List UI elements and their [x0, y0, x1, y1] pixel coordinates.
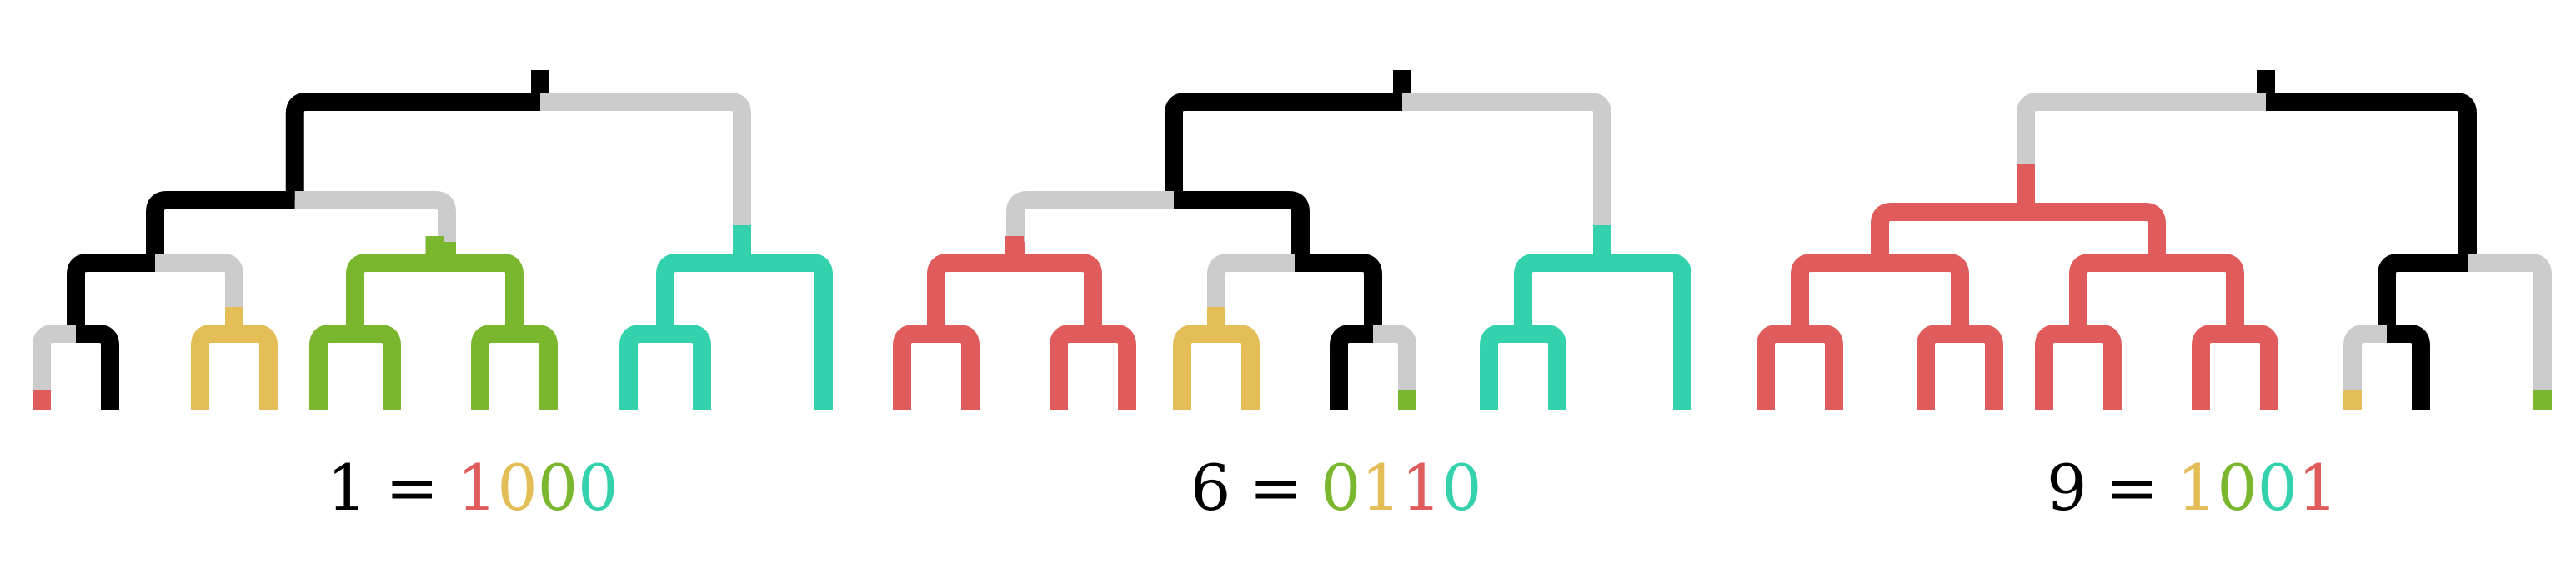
tree-edge — [2192, 325, 2235, 410]
tree-edge — [514, 325, 558, 410]
leaf-marker — [2343, 390, 2362, 410]
tree-edge — [893, 325, 936, 410]
tree-edge — [1207, 254, 1295, 334]
tree-edge — [1216, 325, 1260, 410]
tree-edge — [2378, 254, 2468, 334]
tree-edge — [155, 254, 243, 334]
tree-edge — [1173, 325, 1216, 410]
binary-digit: 1 — [1361, 451, 1401, 525]
binary-digit: 0 — [1441, 451, 1482, 525]
tree-edge — [1480, 325, 1523, 410]
tree-edge — [1402, 93, 1611, 252]
binary-tree-9 — [1757, 70, 2552, 410]
binary-digit: 0 — [537, 451, 579, 525]
tree-edge — [540, 93, 751, 252]
tree-edge — [1006, 191, 1174, 263]
tree-edge — [2069, 254, 2157, 334]
tree-edge — [1880, 254, 1969, 334]
tree-edge — [1330, 325, 1373, 410]
tree-edge — [2026, 203, 2166, 263]
equation-number: 6 — [1190, 451, 1231, 525]
tree-edge — [619, 325, 665, 410]
tree-edge — [355, 325, 401, 410]
tree-edge — [927, 254, 1015, 334]
binary-digit: 1 — [1401, 451, 1442, 525]
tree-edge — [1295, 254, 1382, 334]
tree-edge — [1871, 203, 2026, 263]
tree-edge — [285, 93, 540, 200]
tree-edge — [1050, 325, 1093, 410]
tree-edge — [1514, 254, 1602, 334]
node-marker — [1593, 225, 1611, 252]
tree-edge — [1791, 254, 1880, 334]
binary-digit: 0 — [578, 451, 619, 525]
tree-edge — [33, 325, 76, 390]
tree-edge — [2343, 325, 2387, 390]
tree-edge — [665, 325, 711, 410]
tree-edge — [1165, 93, 1402, 200]
binary-digit: 0 — [2257, 451, 2298, 525]
tree-edge — [1523, 325, 1566, 410]
leaf-marker — [1398, 390, 1416, 410]
tree-edge — [234, 325, 278, 410]
tree-edge — [2235, 325, 2278, 410]
binary-tree-1 — [33, 70, 833, 410]
equation-6: 6=0110 — [1190, 446, 1481, 530]
tree-edge — [471, 325, 514, 410]
tree-edge — [1015, 254, 1102, 334]
tree-edge — [1917, 325, 1960, 410]
tree-edge — [434, 254, 524, 334]
binary-digit: 1 — [457, 451, 498, 525]
tree-edge — [2078, 325, 2122, 410]
binary-digit: 1 — [2177, 451, 2218, 525]
tree-edge — [1093, 325, 1136, 410]
node-marker — [2017, 164, 2035, 212]
tree-edge — [309, 325, 355, 410]
leaf-marker — [33, 390, 51, 410]
tree-edge — [294, 191, 456, 242]
equation-number: 1 — [327, 451, 368, 525]
equals-sign: = — [385, 451, 439, 525]
tree-edge — [346, 254, 435, 334]
tree-edge — [2157, 254, 2244, 334]
equation-number: 9 — [2047, 451, 2087, 525]
tree-edge — [2468, 254, 2552, 390]
tree-edge — [1373, 325, 1416, 390]
equals-sign: = — [2105, 451, 2159, 525]
equation-9: 9=1001 — [2047, 446, 2338, 530]
tree-edge — [1960, 325, 2003, 410]
tree-edge — [191, 325, 234, 410]
binary-digit: 1 — [2298, 451, 2338, 525]
tree-edge — [656, 254, 742, 334]
tree-edge — [2017, 93, 2266, 175]
leaf-marker — [2533, 390, 2552, 410]
binary-digit: 0 — [497, 451, 538, 525]
tree-edge — [1757, 325, 1800, 410]
tree-edge — [1800, 325, 1843, 410]
tree-edge — [2387, 325, 2430, 410]
tree-edge — [742, 254, 833, 410]
node-marker — [733, 225, 751, 252]
tree-edge — [67, 254, 155, 334]
tree-edge — [2266, 93, 2477, 263]
binary-tree-6 — [893, 70, 1691, 410]
equation-1: 1=1000 — [327, 446, 618, 530]
tree-edge — [936, 325, 980, 410]
equals-sign: = — [1249, 451, 1303, 525]
tree-edge — [1602, 254, 1691, 410]
binary-digit: 0 — [2217, 451, 2258, 525]
tree-edge — [76, 325, 119, 410]
binary-digit: 0 — [1321, 451, 1361, 525]
tree-edge — [1174, 191, 1310, 263]
tree-edge — [146, 191, 295, 263]
tree-edge — [2035, 325, 2078, 410]
